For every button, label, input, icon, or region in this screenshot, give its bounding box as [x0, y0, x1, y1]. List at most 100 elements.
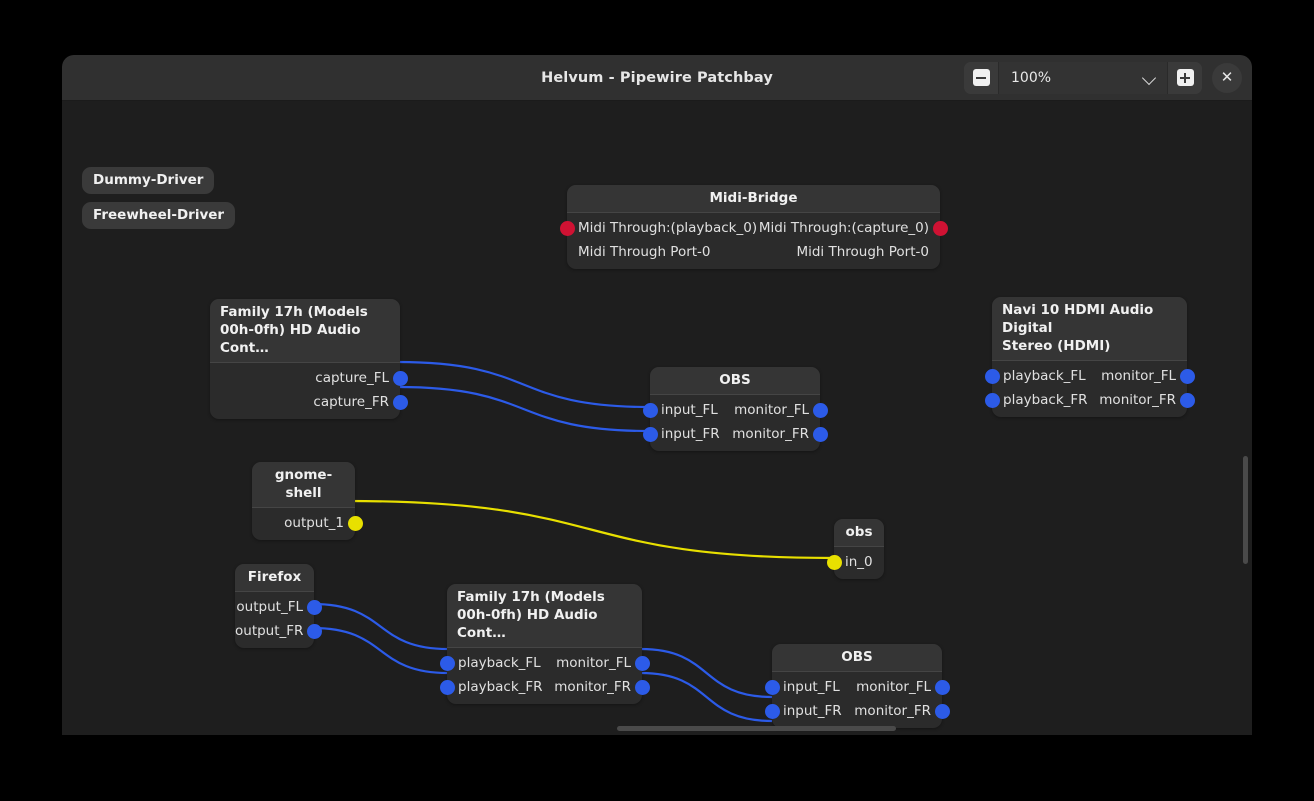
output-port-dot[interactable] [347, 516, 363, 531]
node-title: OBS [650, 367, 820, 395]
output-port-label[interactable]: Midi Through:(capture_0) [758, 220, 929, 236]
node-obs-video[interactable]: obs in_0 [826, 519, 884, 579]
input-port-dot[interactable] [764, 680, 780, 695]
cable-mon-fr-to-obs2-in-fr[interactable] [640, 671, 773, 723]
cable-mon-fl-to-obs2-in-fl[interactable] [640, 647, 773, 699]
output-port-dot[interactable] [306, 624, 322, 639]
output-port-label[interactable]: monitor_FL [556, 655, 631, 671]
output-port-label[interactable]: output_1 [284, 515, 344, 531]
node-dummy-driver[interactable]: Dummy-Driver [82, 167, 215, 194]
zoom-out-button[interactable] [964, 61, 998, 94]
input-port-dot[interactable] [764, 704, 780, 719]
port-row: in_0 [826, 550, 884, 574]
titlebar: Helvum - Pipewire Patchbay 100% [62, 55, 1252, 101]
node-title: obs [834, 519, 884, 547]
zoom-level-value: 100% [1011, 69, 1052, 86]
cable-ff-out-fr-to-pb-fr[interactable] [312, 626, 449, 675]
input-port-label[interactable]: Midi Through Port-0 [578, 244, 711, 260]
input-port-label[interactable]: playback_FL [1003, 368, 1086, 384]
input-port-dot[interactable] [984, 369, 1000, 384]
output-port-label[interactable]: output_FL [236, 599, 303, 615]
node-ports: in_0 [826, 547, 884, 579]
input-port-label[interactable]: playback_FL [458, 655, 541, 671]
node-obs-bottom[interactable]: OBS input_FL monitor_FL input_FR monitor_FR [764, 644, 950, 728]
zoom-level-dropdown[interactable]: 100% [999, 61, 1167, 94]
output-port-label[interactable]: output_FR [235, 623, 304, 639]
output-port-dot[interactable] [634, 680, 650, 695]
input-port-dot[interactable] [559, 221, 575, 236]
output-port-dot[interactable] [1179, 393, 1195, 408]
port-row: output_FR [235, 619, 322, 643]
output-port-label[interactable]: monitor_FL [734, 402, 809, 418]
output-port-label[interactable]: monitor_FL [1101, 368, 1176, 384]
output-port-dot[interactable] [634, 656, 650, 671]
output-port-dot[interactable] [1179, 369, 1195, 384]
node-ports: output_1 [252, 508, 363, 540]
input-port-label[interactable]: Midi Through:(playback_0) [578, 220, 758, 236]
node-ports: capture_FL capture_FR [210, 363, 408, 419]
horizontal-scrollbar[interactable] [617, 726, 896, 731]
output-port-label[interactable]: monitor_FR [1099, 392, 1176, 408]
node-ports: playback_FL monitor_FL playback_FR monitor_… [984, 361, 1195, 417]
vertical-scrollbar[interactable] [1243, 456, 1248, 564]
node-title: OBS [772, 644, 942, 672]
output-port-dot[interactable] [392, 395, 408, 410]
node-title: gnome-shell [252, 462, 355, 508]
input-port-label[interactable]: in_0 [845, 554, 873, 570]
output-port-label[interactable]: monitor_FR [554, 679, 631, 695]
output-port-dot[interactable] [306, 600, 322, 615]
port-row: playback_FL monitor_FL [984, 364, 1195, 388]
port-row: playback_FL monitor_FL [439, 651, 650, 675]
output-port-label[interactable]: monitor_FR [854, 703, 931, 719]
node-freewheel-driver[interactable]: Freewheel-Driver [82, 202, 236, 229]
node-ports: playback_FL monitor_FL playback_FR monitor_… [439, 648, 650, 704]
output-port-dot[interactable] [934, 704, 950, 719]
cable-cap-fr-to-obs-in-fr[interactable] [397, 385, 650, 433]
node-obs-top[interactable]: OBS input_FL monitor_FL input_FR monitor_FR [642, 367, 828, 451]
input-port-label[interactable]: playback_FR [458, 679, 543, 695]
output-port-label[interactable]: Midi Through Port-0 [796, 244, 929, 260]
node-title: Freewheel-Driver [93, 207, 225, 223]
output-port-dot[interactable] [932, 221, 948, 236]
cable-gnome-out1-to-obs-in0[interactable] [347, 499, 835, 560]
input-port-dot[interactable] [439, 680, 455, 695]
chevron-down-icon [1143, 71, 1157, 85]
input-port-dot[interactable] [826, 555, 842, 570]
output-port-label[interactable]: capture_FR [313, 394, 389, 410]
output-port-label[interactable]: monitor_FL [856, 679, 931, 695]
zoom-control: 100% [964, 61, 1202, 94]
input-port-label[interactable]: input_FL [661, 402, 718, 418]
output-port-dot[interactable] [392, 371, 408, 386]
output-port-label[interactable]: capture_FL [315, 370, 389, 386]
cable-cap-fl-to-obs-in-fl[interactable] [397, 360, 650, 409]
output-port-dot[interactable] [812, 403, 828, 418]
port-row: Midi Through:(playback_0)Midi Through:(c… [559, 216, 948, 240]
input-port-label[interactable]: input_FR [783, 703, 842, 719]
zoom-in-button[interactable] [1168, 61, 1202, 94]
close-window-button[interactable]: ✕ [1212, 62, 1242, 93]
output-port-dot[interactable] [934, 680, 950, 695]
input-port-dot[interactable] [642, 427, 658, 442]
port-row: input_FL monitor_FL [764, 675, 950, 699]
input-port-dot[interactable] [439, 656, 455, 671]
node-title: Dummy-Driver [93, 172, 204, 188]
input-port-label[interactable]: input_FR [661, 426, 720, 442]
input-port-dot[interactable] [984, 393, 1000, 408]
input-port-label[interactable]: input_FL [783, 679, 840, 695]
output-port-label[interactable]: monitor_FR [732, 426, 809, 442]
output-port-dot[interactable] [812, 427, 828, 442]
close-icon: ✕ [1220, 68, 1234, 86]
input-port-label[interactable]: playback_FR [1003, 392, 1088, 408]
input-port-dot[interactable] [642, 403, 658, 418]
node-gnome-shell[interactable]: gnome-shell output_1 [252, 462, 363, 540]
cable-ff-out-fl-to-pb-fl[interactable] [312, 602, 449, 651]
minus-icon [972, 69, 990, 86]
